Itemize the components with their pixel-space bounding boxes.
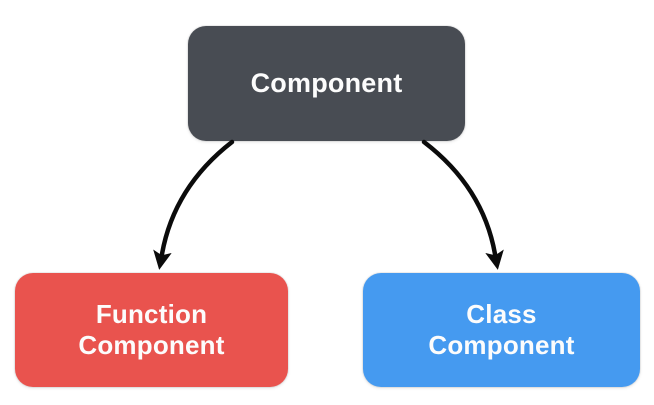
node-function-component-label-line2: Component: [78, 330, 225, 360]
node-class-component: Class Component: [363, 273, 640, 387]
node-component-label: Component: [251, 68, 403, 99]
node-component: Component: [188, 26, 465, 141]
node-class-component-label: Class Component: [428, 299, 574, 361]
node-function-component-label-line1: Function: [95, 299, 208, 329]
node-class-component-label-line2: Component: [428, 330, 575, 360]
node-function-component-label: Function Component: [78, 299, 224, 361]
node-class-component-label-line1: Class: [466, 299, 537, 329]
node-function-component: Function Component: [15, 273, 288, 387]
arrow-component-to-class-component: [421, 139, 504, 270]
node-component-label-line: Component: [250, 68, 403, 98]
arrow-component-to-function-component: [153, 139, 235, 270]
